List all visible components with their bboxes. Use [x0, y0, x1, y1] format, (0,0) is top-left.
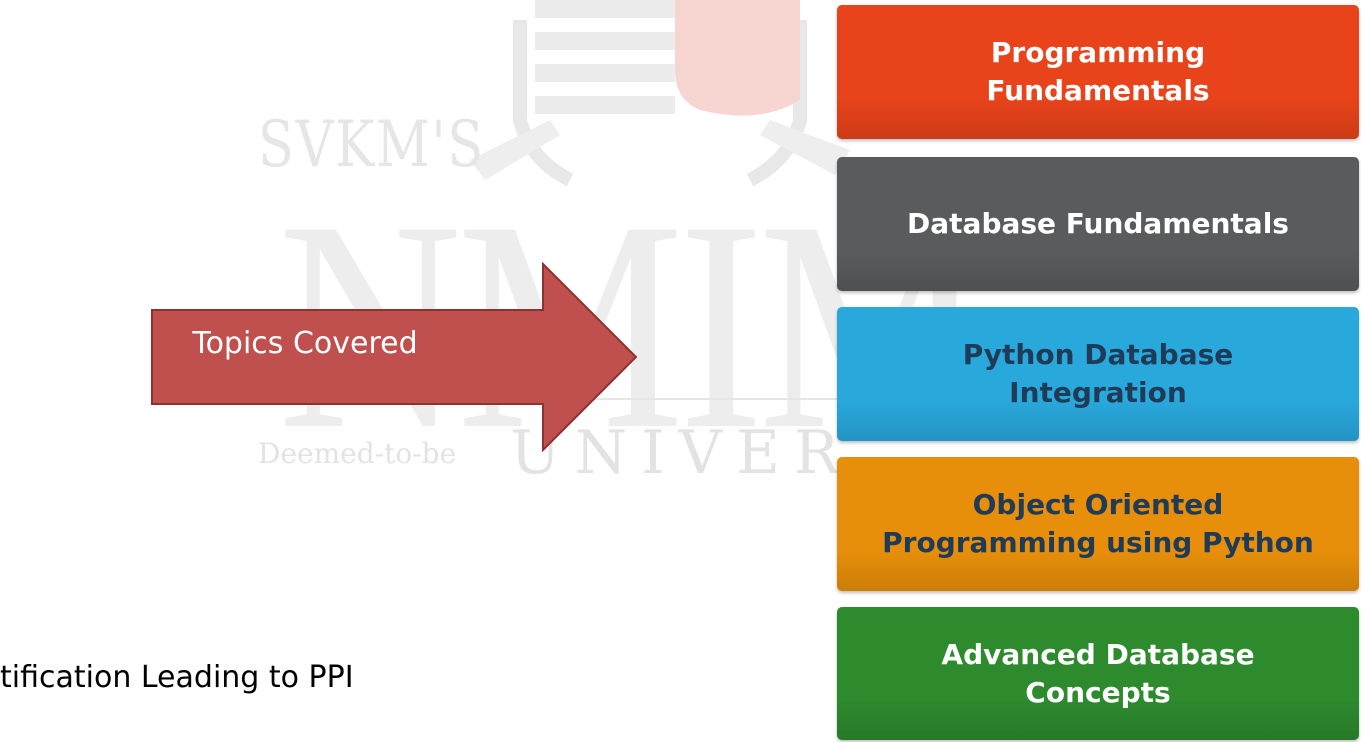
topic-label: Programming Fundamentals	[986, 36, 1210, 107]
topic-label: Advanced Database Concepts	[941, 637, 1255, 709]
topics-arrow-shape	[151, 262, 638, 452]
topic-advanced-database-concepts: Advanced Database Concepts	[837, 607, 1359, 740]
topic-label: Object Oriented Programming using Python	[882, 488, 1314, 559]
topic-database-fundamentals: Database Fundamentals	[837, 157, 1359, 291]
watermark-svkm: SVKM'S	[258, 108, 486, 182]
topic-python-database-integration: Python Database Integration	[837, 307, 1359, 441]
topic-programming-fundamentals: Programming Fundamentals	[837, 5, 1359, 139]
topic-label: Database Fundamentals	[907, 207, 1289, 240]
bottom-text: tification Leading to PPI	[0, 660, 354, 695]
topic-object-oriented-programming: Object Oriented Programming using Python	[837, 457, 1359, 591]
topic-label: Python Database Integration	[962, 338, 1234, 409]
arrow-label: Topics Covered	[192, 325, 418, 361]
shield-watermark-icon	[470, 0, 850, 187]
